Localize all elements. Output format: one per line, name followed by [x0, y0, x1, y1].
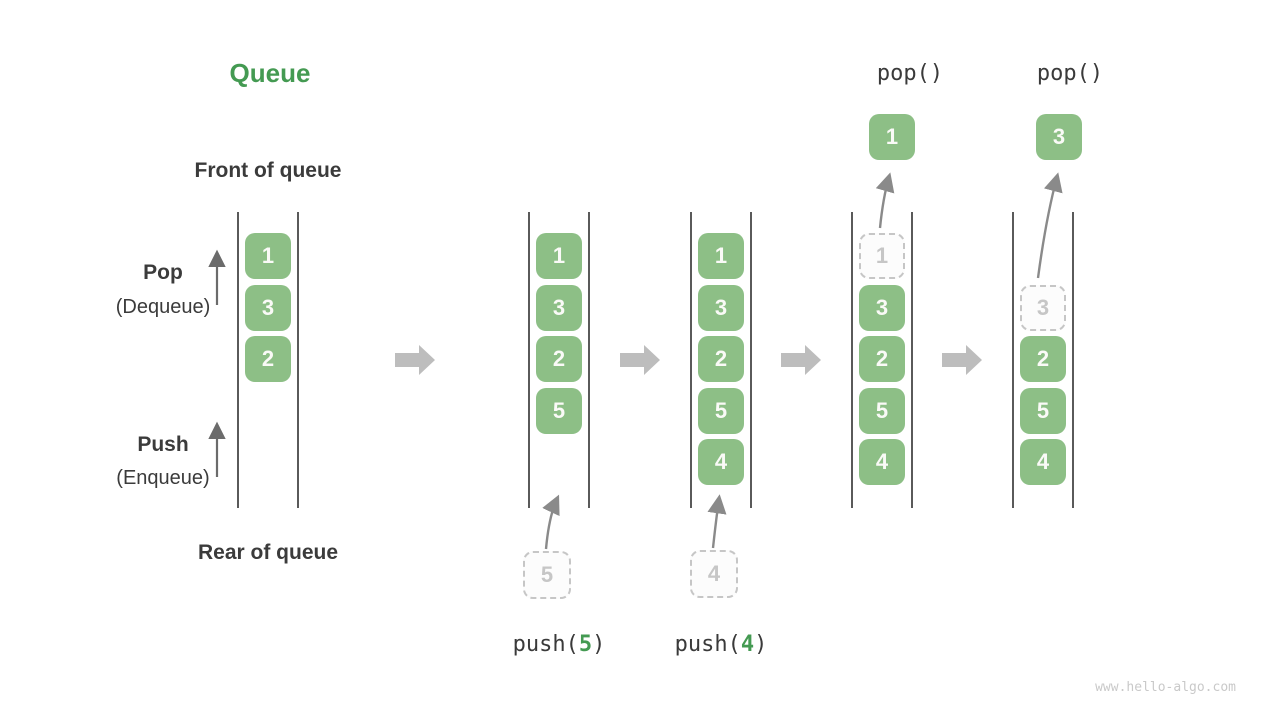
ghost-popped-box: 3	[1020, 285, 1066, 331]
front-of-queue-label: Front of queue	[194, 159, 342, 182]
queue-wall-right	[588, 212, 590, 508]
push-operation-label-2: push(4)	[641, 632, 801, 657]
push-arg-text: 5	[578, 632, 593, 657]
queue-wall-right	[297, 212, 299, 508]
queue-item-box: 1	[536, 233, 582, 279]
pop-label: Pop	[143, 261, 183, 284]
queue-item-box: 2	[536, 336, 582, 382]
transition-arrow-icon	[620, 345, 660, 375]
push-operation-label-1: push(5)	[479, 632, 639, 657]
queue-wall-left	[237, 212, 239, 508]
queue-item-box: 5	[536, 388, 582, 434]
queue-item-box: 2	[698, 336, 744, 382]
transition-arrow-icon	[942, 345, 982, 375]
watermark: www.hello-algo.com	[1095, 680, 1236, 695]
push-label: Push	[137, 433, 189, 456]
queue-wall-left	[1012, 212, 1014, 508]
queue-wall-right	[911, 212, 913, 508]
push-fn-text: push(	[512, 632, 579, 657]
pending-push-box: 5	[523, 551, 571, 599]
queue-item-box: 4	[698, 439, 744, 485]
push-fn-text: push(	[674, 632, 741, 657]
queue-item-box: 5	[859, 388, 905, 434]
queue-wall-right	[750, 212, 752, 508]
push-close-text: )	[592, 632, 606, 657]
transition-arrow-icon	[781, 345, 821, 375]
queue-item-box: 4	[1020, 439, 1066, 485]
transition-arrow-icon	[395, 345, 435, 375]
page-title: Queue	[229, 58, 311, 88]
ghost-popped-box: 1	[859, 233, 905, 279]
queue-wall-left	[528, 212, 530, 508]
pending-push-box: 4	[690, 550, 738, 598]
pop-arrow-icon	[875, 172, 895, 229]
queue-item-box: 2	[1020, 336, 1066, 382]
popped-result-box: 3	[1036, 114, 1082, 160]
queue-item-box: 3	[245, 285, 291, 331]
pop-operation-label-1: pop()	[876, 61, 944, 86]
rear-of-queue-label: Rear of queue	[197, 541, 339, 564]
push-arg-text: 4	[740, 632, 755, 657]
push-arrow-icon	[542, 494, 560, 550]
push-arrow-icon	[707, 494, 727, 549]
queue-wall-left	[851, 212, 853, 508]
queue-item-box: 5	[698, 388, 744, 434]
queue-item-box: 5	[1020, 388, 1066, 434]
queue-item-box: 1	[245, 233, 291, 279]
pop-operation-label-2: pop()	[1036, 61, 1104, 86]
queue-item-box: 4	[859, 439, 905, 485]
queue-item-box: 2	[859, 336, 905, 382]
queue-item-box: 3	[698, 285, 744, 331]
pop-arrow-icon	[1036, 172, 1063, 279]
queue-item-box: 2	[245, 336, 291, 382]
queue-wall-left	[690, 212, 692, 508]
queue-item-box: 3	[859, 285, 905, 331]
enqueue-label: (Enqueue)	[116, 467, 210, 489]
queue-item-box: 3	[536, 285, 582, 331]
queue-wall-right	[1072, 212, 1074, 508]
push-close-text: )	[754, 632, 768, 657]
dequeue-label: (Dequeue)	[115, 296, 211, 318]
popped-result-box: 1	[869, 114, 915, 160]
queue-item-box: 1	[698, 233, 744, 279]
